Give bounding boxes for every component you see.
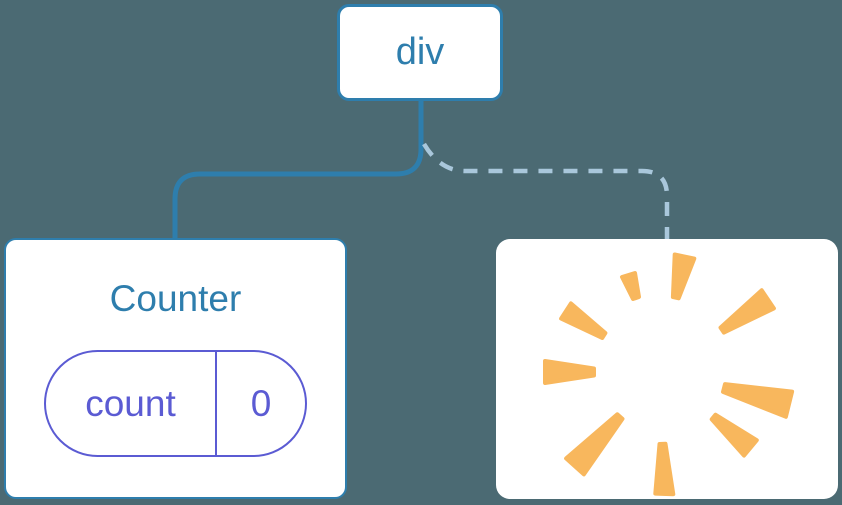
- state-value: 0: [250, 382, 272, 424]
- removed-component-card: [496, 239, 838, 499]
- poof-ray: [721, 382, 795, 419]
- poof-ray: [564, 412, 625, 477]
- poof-ray: [620, 271, 641, 301]
- root-node-label: div: [395, 31, 445, 73]
- poof-ray: [709, 412, 759, 458]
- poof-ray: [718, 288, 776, 335]
- poof-ray: [653, 441, 676, 497]
- counter-component-card: Counter count 0: [4, 238, 347, 499]
- poof-ray: [559, 301, 608, 340]
- poof-ray: [670, 252, 697, 301]
- connector-solid-line: [172, 97, 424, 243]
- state-key: count: [46, 352, 217, 455]
- root-node-div: div: [337, 4, 503, 101]
- connector-dashed-line: [422, 142, 670, 241]
- state-pill: count 0: [44, 350, 307, 457]
- counter-title: Counter: [109, 278, 242, 319]
- poof-ray: [543, 359, 596, 385]
- poof-icon: [543, 252, 795, 497]
